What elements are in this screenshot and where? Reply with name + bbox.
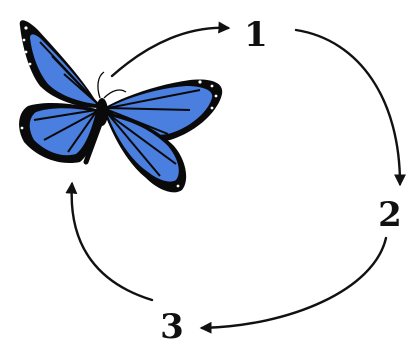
arrow-3-to-butterfly <box>72 184 152 300</box>
arrow-2-to-3 <box>202 238 386 328</box>
butterfly-icon <box>19 20 222 192</box>
step-label-1: 1 <box>244 15 268 55</box>
arrow-butterfly-to-1 <box>112 28 228 76</box>
step-label-2: 2 <box>378 195 402 235</box>
arrow-1-to-2 <box>296 30 400 184</box>
butterfly-body <box>96 98 108 126</box>
step-label-3: 3 <box>160 307 184 342</box>
